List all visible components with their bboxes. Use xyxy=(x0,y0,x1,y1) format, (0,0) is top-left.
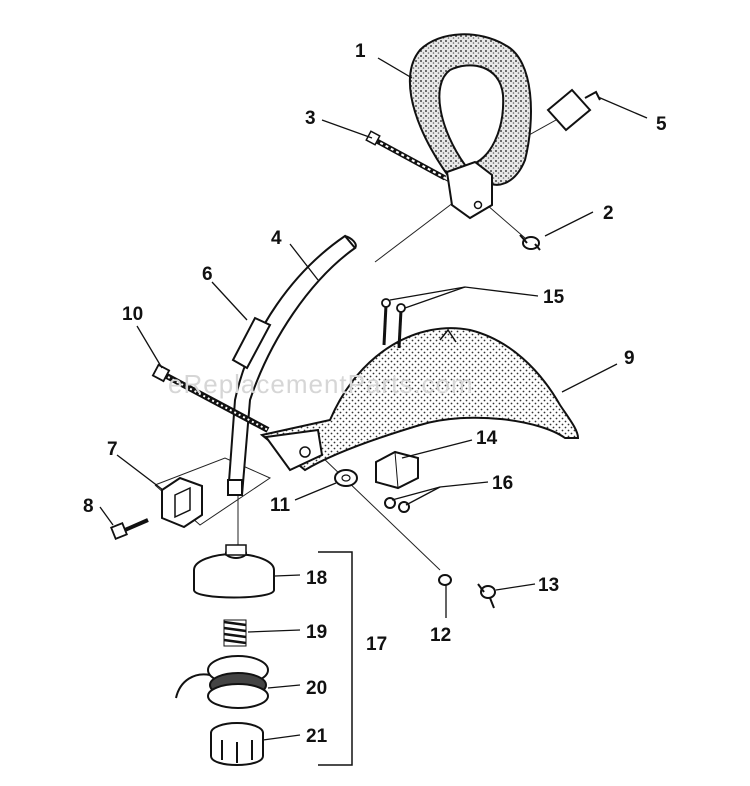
callout-12: 12 xyxy=(430,625,451,646)
callout-1: 1 xyxy=(355,41,366,62)
nuts-16-part xyxy=(384,497,410,513)
callout-21: 21 xyxy=(306,726,328,747)
callout-numbers: 1 2 3 4 5 6 7 8 9 10 11 12 13 14 15 16 1… xyxy=(83,41,667,747)
grip-sleeve-part xyxy=(231,316,272,370)
callout-14: 14 xyxy=(476,428,498,449)
group-bracket-17 xyxy=(318,551,353,766)
callout-16: 16 xyxy=(492,473,513,494)
callout-5: 5 xyxy=(656,114,667,135)
trimmer-head-housing-18-part xyxy=(193,544,275,599)
shield-guard-part xyxy=(259,327,580,472)
bolt-3-part xyxy=(365,130,447,181)
callout-10: 10 xyxy=(122,304,143,325)
watermark-text: eReplacementParts.com xyxy=(168,369,474,399)
callout-20: 20 xyxy=(306,678,327,699)
callout-2: 2 xyxy=(603,203,614,224)
callout-9: 9 xyxy=(624,348,635,369)
bolt-10-part xyxy=(151,363,270,433)
callout-6: 6 xyxy=(202,264,213,285)
shaft-part xyxy=(226,234,357,496)
callout-7: 7 xyxy=(107,439,118,460)
clamp-7-part xyxy=(161,476,203,529)
leader-lines xyxy=(99,57,648,741)
callout-8: 8 xyxy=(83,496,94,517)
washer-12-part xyxy=(438,574,452,586)
callout-11: 11 xyxy=(270,495,291,516)
screw-8-part xyxy=(110,518,149,540)
washer-11-part xyxy=(334,469,358,487)
callout-13: 13 xyxy=(538,575,559,596)
callout-17: 17 xyxy=(366,634,387,655)
grip-cap-part xyxy=(546,88,601,132)
callout-4: 4 xyxy=(271,228,282,249)
wing-nut-13-part xyxy=(477,583,496,609)
callout-18: 18 xyxy=(306,568,327,589)
bump-knob-21-part xyxy=(210,722,264,766)
callout-15: 15 xyxy=(543,287,565,308)
spring-19-part xyxy=(223,619,247,647)
wing-nut-2-part xyxy=(519,234,541,251)
screws-15-part xyxy=(381,298,406,349)
callout-19: 19 xyxy=(306,622,327,643)
spool-20-part xyxy=(175,655,269,709)
callout-3: 3 xyxy=(305,108,316,129)
bracket-block-14-part xyxy=(375,450,419,490)
handle-loop-part xyxy=(408,33,532,220)
